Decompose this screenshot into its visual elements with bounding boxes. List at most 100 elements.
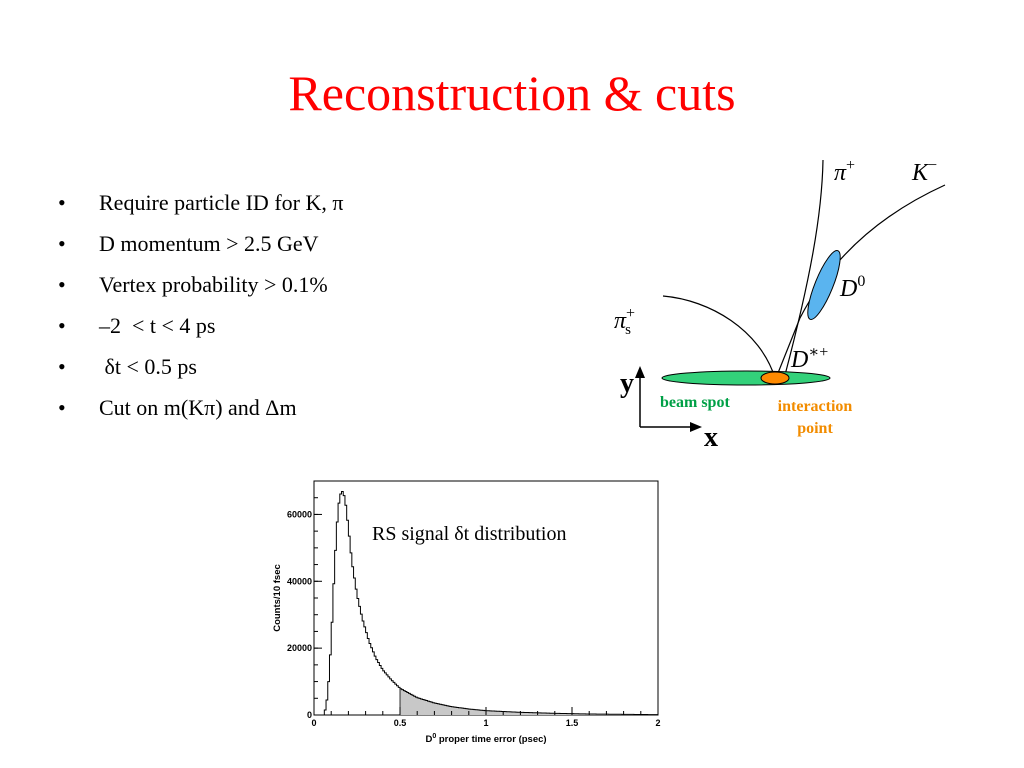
shaded-bin (477, 709, 480, 715)
shaded-bin (535, 712, 538, 715)
shaded-bin (408, 693, 411, 715)
shaded-bin (473, 709, 476, 715)
x-tick-label: 2 (655, 718, 660, 728)
shaded-bin (405, 691, 408, 715)
shaded-bin (522, 712, 525, 715)
shaded-bin (444, 705, 447, 715)
shaded-bin (563, 713, 566, 715)
shaded-bin (455, 707, 458, 715)
beam-spot-label: beam spot (660, 394, 730, 411)
k-minus-label: K− (911, 157, 937, 186)
y-arrow-head (635, 366, 645, 378)
shaded-bin (468, 709, 471, 715)
shaded-bin (506, 711, 509, 715)
shaded-bin (451, 706, 454, 715)
bullet-text: D momentum > 2.5 GeV (99, 231, 319, 256)
shaded-bin (434, 703, 437, 715)
bullet-text: δt < 0.5 ps (99, 354, 197, 379)
shaded-bin (430, 702, 433, 715)
bullet-marker: • (58, 313, 66, 338)
shaded-bin (460, 707, 463, 715)
shaded-bin (446, 705, 449, 715)
plot-frame (313, 480, 659, 716)
x-arrow-head (690, 422, 702, 432)
shaded-bin (403, 690, 406, 715)
shaded-bin (498, 711, 501, 715)
shaded-bin (424, 700, 427, 715)
shaded-bin (544, 713, 547, 715)
bullet-marker: • (58, 272, 66, 297)
shaded-bin (508, 711, 511, 715)
shaded-bin (520, 712, 523, 715)
shaded-bin (480, 710, 483, 715)
shaded-bin (463, 708, 466, 715)
shaded-bin (492, 711, 495, 715)
x-axis-title: D0 proper time error (psec) (425, 733, 546, 745)
shaded-bin (584, 713, 587, 715)
bullet-marker: • (58, 395, 66, 420)
shaded-bin (417, 697, 420, 715)
shaded-bin (547, 713, 550, 715)
decay-diagram: π+ K− D0 π+s D∗+ y x beam spot interacti… (614, 157, 946, 453)
bullet-text: Require particle ID for K, π (99, 190, 344, 215)
shaded-bin (511, 711, 514, 715)
shaded-bin (491, 710, 494, 715)
dstar-label: D∗+ (790, 344, 828, 373)
shaded-bin (422, 699, 425, 715)
shaded-bin (467, 708, 470, 715)
shaded-bin (534, 712, 537, 715)
shaded-bin (453, 706, 456, 715)
shaded-bin (400, 688, 403, 715)
shaded-bin (499, 711, 502, 715)
shaded-bin (529, 712, 532, 715)
shaded-bin (513, 712, 516, 715)
shaded-bin (504, 711, 507, 715)
shaded-bin (558, 713, 561, 715)
shaded-bin (518, 712, 521, 715)
y-tick-label: 40000 (287, 576, 312, 586)
shaded-bin (568, 713, 571, 715)
y-axis-label: y (620, 368, 634, 399)
shaded-bin (415, 697, 418, 715)
shaded-bin (587, 713, 590, 715)
bullet-text: Cut on m(Kπ) and Δm (99, 395, 297, 420)
histogram-outline (314, 490, 659, 716)
shaded-bin (537, 712, 540, 715)
bullet-text: Vertex probability > 0.1% (99, 272, 328, 297)
shaded-bin (539, 712, 542, 715)
shaded-bin (561, 713, 564, 715)
shaded-bin (577, 713, 580, 715)
shaded-bin (549, 713, 552, 715)
shaded-bin (516, 712, 519, 715)
shaded-bin (532, 712, 535, 715)
bullet-marker: • (58, 190, 66, 215)
shaded-bin (487, 710, 490, 715)
shaded-bin (432, 702, 435, 715)
shaded-bin (479, 710, 482, 715)
x-axis-label: x (704, 422, 718, 453)
shaded-bin (437, 703, 440, 715)
shaded-bin (465, 708, 468, 715)
y-tick-label: 60000 (287, 509, 312, 519)
shaded-bin (436, 703, 439, 715)
shaded-bin (582, 713, 585, 715)
shaded-bin (566, 713, 569, 715)
shaded-bin (439, 704, 442, 715)
shaded-bin (570, 713, 573, 715)
shaded-bin (401, 689, 404, 715)
shaded-bin (489, 710, 492, 715)
shaded-bin (542, 713, 545, 715)
shaded-bin (449, 706, 452, 715)
shaded-bin (448, 706, 451, 715)
shaded-bin (429, 701, 432, 715)
slide-title: Reconstruction & cuts (288, 65, 736, 121)
shaded-bin (578, 713, 581, 715)
shaded-bin (551, 713, 554, 715)
shaded-bin (553, 713, 556, 715)
shaded-bin (418, 698, 421, 715)
x-tick-label: 0.5 (394, 718, 407, 728)
pi-plus-track (784, 159, 824, 376)
